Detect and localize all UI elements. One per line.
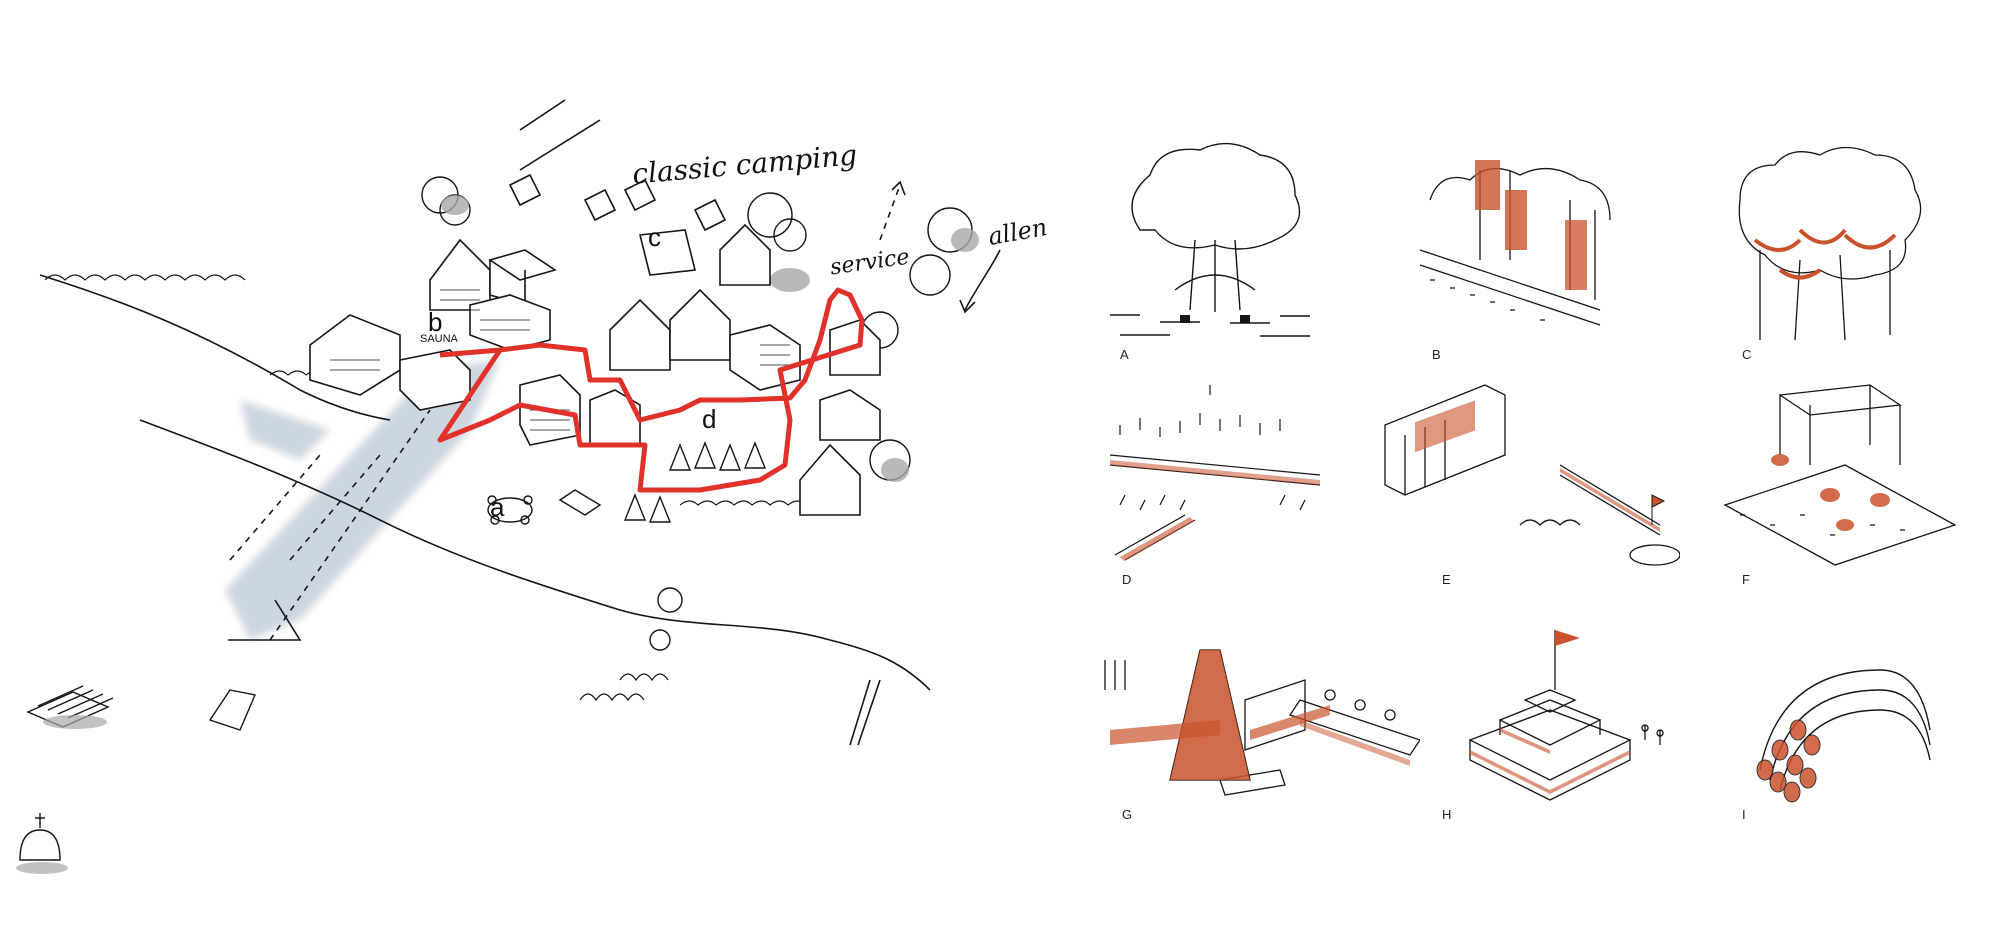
ground-lines bbox=[39, 99, 1001, 746]
vignette-c: C bbox=[1720, 140, 1950, 362]
vignette-h: H bbox=[1430, 620, 1700, 830]
fire-circle bbox=[487, 489, 602, 525]
vignette-f: F bbox=[1720, 365, 1960, 587]
vignette-g-label: G bbox=[1122, 807, 1133, 822]
master-plan-drawing bbox=[16, 99, 1001, 874]
tree-shadows bbox=[441, 195, 979, 482]
vignette-g: G bbox=[1100, 620, 1420, 830]
cabin-hatching bbox=[330, 289, 790, 431]
vignette-c-label: C bbox=[1742, 347, 1752, 362]
vignette-d-label: D bbox=[1122, 572, 1132, 587]
vignette-i-drawing bbox=[1756, 669, 1931, 803]
boat bbox=[208, 689, 256, 731]
annotation-sauna: SAUNA bbox=[420, 333, 458, 345]
vignette-b-drawing bbox=[1419, 160, 1611, 326]
cabins bbox=[309, 223, 881, 516]
vignette-e-drawing bbox=[1384, 384, 1680, 566]
vignette-a: A bbox=[1100, 140, 1330, 362]
vignette-b: B bbox=[1410, 140, 1640, 362]
water-wash-left bbox=[240, 400, 330, 460]
vignette-f-label: F bbox=[1742, 572, 1750, 587]
buoy-figure bbox=[19, 813, 61, 861]
vignette-a-drawing bbox=[1110, 142, 1310, 337]
vignette-e-label: E bbox=[1442, 572, 1451, 587]
vignette-e: E bbox=[1380, 365, 1680, 587]
vignette-h-drawing bbox=[1468, 630, 1664, 801]
vignette-i: I bbox=[1720, 620, 1960, 830]
water-wash bbox=[225, 360, 500, 640]
vignette-d-drawing bbox=[1109, 385, 1321, 561]
zone-letter-d: d bbox=[702, 404, 717, 434]
vignette-h-label: H bbox=[1442, 807, 1452, 822]
vignette-g-drawing bbox=[1104, 649, 1420, 796]
vignette-c-drawing bbox=[1738, 146, 1922, 341]
vignette-b-label: B bbox=[1432, 347, 1441, 362]
zone-letter-b: b bbox=[428, 307, 443, 337]
tent-huts bbox=[623, 441, 767, 523]
master-plan-sketch: classic camping service allen SAUNA a b … bbox=[16, 99, 1049, 874]
vignette-i-label: I bbox=[1742, 807, 1746, 822]
red-route bbox=[437, 287, 865, 493]
vignette-a-label: A bbox=[1120, 347, 1129, 362]
vignette-f-drawing bbox=[1723, 384, 1957, 566]
zone-letter-c: c bbox=[648, 222, 661, 252]
vignette-d: D bbox=[1100, 365, 1330, 587]
zone-letter-a: a bbox=[490, 492, 505, 522]
